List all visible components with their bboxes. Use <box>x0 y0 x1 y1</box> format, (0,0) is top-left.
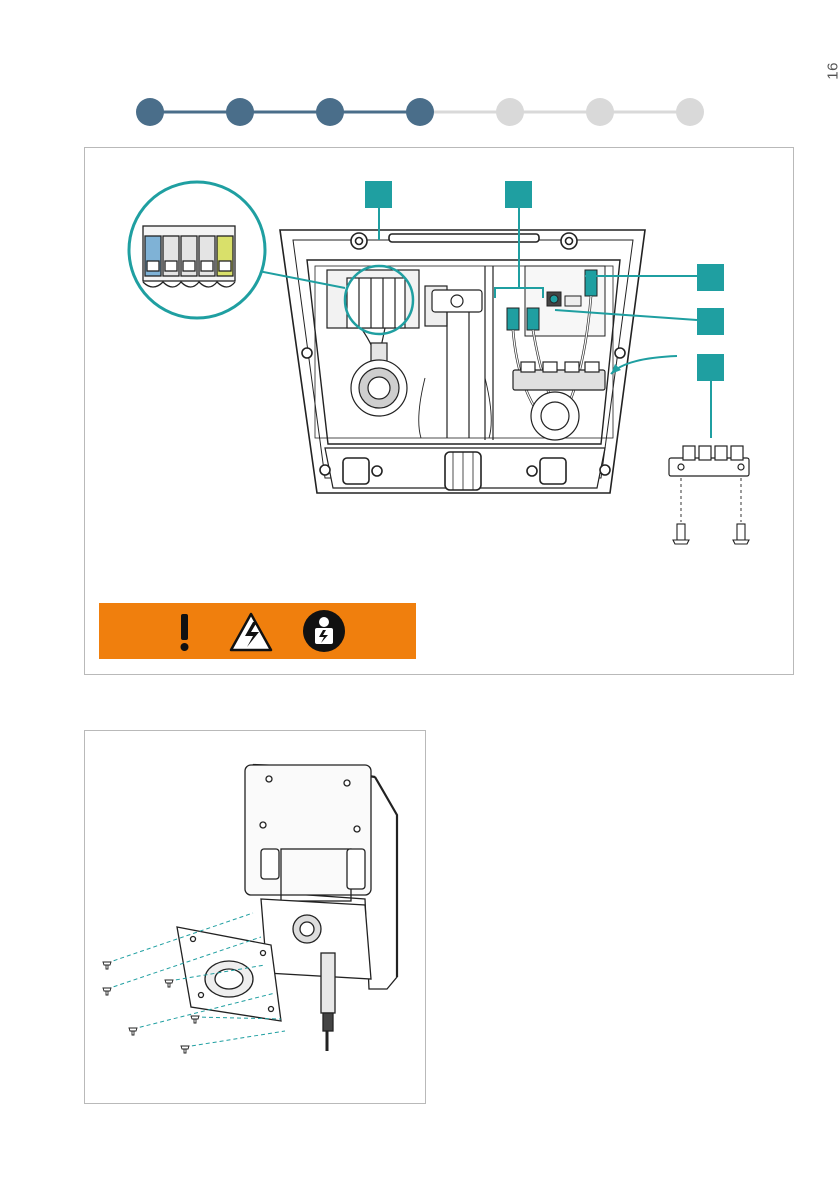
callout-5 <box>697 354 724 381</box>
step-panel-mounting <box>84 730 426 1104</box>
progress-step-dot <box>406 98 434 126</box>
callout-2 <box>505 181 532 208</box>
progress-step-dot <box>316 98 344 126</box>
screw-icon <box>103 988 111 995</box>
cable-clamp-part <box>669 446 749 522</box>
screw-icon <box>191 1016 199 1023</box>
progress-step-dot <box>136 98 164 126</box>
screw-icon <box>103 962 111 969</box>
qualified-electrician-icon <box>303 610 345 652</box>
progress-step-dot <box>586 98 614 126</box>
progress-step-dot <box>676 98 704 126</box>
screw-guide-line <box>185 1031 285 1047</box>
callout-1 <box>365 181 392 208</box>
screw-icon <box>673 524 749 544</box>
wiring-diagram <box>85 148 795 676</box>
screw-icon <box>181 1046 189 1053</box>
progress-step-dot <box>226 98 254 126</box>
mounting-diagram <box>85 731 427 1105</box>
callout-3 <box>697 264 724 291</box>
screw-icon <box>165 980 173 987</box>
exclamation-icon <box>181 614 189 651</box>
callout-4 <box>697 308 724 335</box>
step-panel-wiring <box>84 147 794 675</box>
screw-icon <box>129 1028 137 1035</box>
step-progress-indicator <box>0 0 839 140</box>
progress-step-dot <box>496 98 524 126</box>
